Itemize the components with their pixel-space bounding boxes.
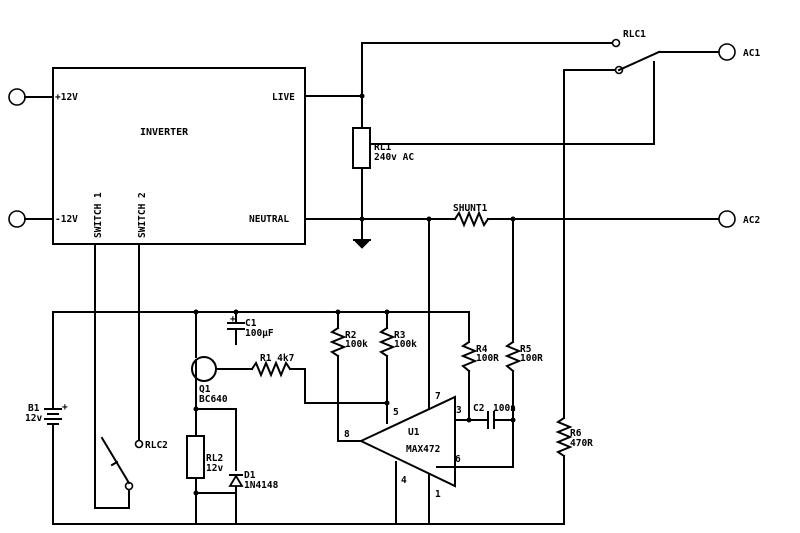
r4-resistor bbox=[460, 340, 478, 373]
plus12v-terminal bbox=[8, 88, 26, 106]
pin7-label: 7 bbox=[435, 391, 441, 402]
c1-rail-junction bbox=[233, 309, 239, 315]
rlc2-switch-arm bbox=[100, 436, 131, 485]
neutral-label: NEUTRAL bbox=[249, 214, 289, 225]
c1-value: 100µF bbox=[245, 328, 274, 339]
rlc2-label: RLC2 bbox=[145, 440, 168, 451]
r5-name: R5 bbox=[520, 344, 532, 355]
inverter-label: INVERTER bbox=[140, 127, 189, 138]
rl2-value: 12v bbox=[206, 463, 223, 474]
r1-to-u1-wire bbox=[289, 368, 388, 404]
r4-name: R4 bbox=[476, 344, 488, 355]
rlc1-label: RLC1 bbox=[623, 29, 646, 40]
c1-plus: + bbox=[230, 314, 236, 325]
shunt-label: SHUNT1 bbox=[453, 203, 488, 214]
ac2-label: AC2 bbox=[743, 215, 760, 226]
r4-value: 100R bbox=[476, 353, 499, 364]
plus12v-label: +12V bbox=[55, 92, 78, 103]
rlc2-arm-tick bbox=[110, 460, 119, 467]
u1-opamp bbox=[358, 395, 456, 488]
b1-plus: + bbox=[62, 402, 68, 413]
c2-name: C2 bbox=[473, 403, 484, 414]
r5-value: 100R bbox=[520, 353, 543, 364]
r2-resistor bbox=[329, 326, 347, 358]
c1-name: C1 bbox=[245, 318, 257, 329]
switch1-wire bbox=[94, 243, 130, 509]
rlc2-contact bbox=[134, 439, 144, 449]
rl2-coil bbox=[186, 435, 205, 479]
q1-name: Q1 bbox=[199, 384, 211, 395]
r3-resistor bbox=[378, 326, 396, 358]
live-to-rlc1-wire bbox=[361, 42, 613, 129]
rl2-name: RL2 bbox=[206, 453, 223, 464]
c2-value: 100n bbox=[493, 403, 516, 414]
live-label: LIVE bbox=[272, 92, 295, 103]
r3-r1-junction bbox=[384, 400, 390, 406]
ac1-label: AC1 bbox=[743, 48, 760, 59]
b1-value: 12v bbox=[25, 413, 42, 424]
r6-value: 470R bbox=[570, 438, 593, 449]
r3-name: R3 bbox=[394, 330, 406, 341]
pin6-label: 6 bbox=[455, 454, 461, 465]
r6-resistor bbox=[555, 416, 573, 458]
neutral-rl1-junction bbox=[359, 216, 365, 222]
r1-resistor bbox=[250, 360, 292, 378]
pin4-label: 4 bbox=[401, 475, 407, 486]
pin8-label: 8 bbox=[344, 429, 350, 440]
rlc1-contact bbox=[611, 38, 621, 48]
r3-rail-junction bbox=[384, 309, 390, 315]
u1-value: MAX472 bbox=[406, 444, 440, 455]
d1-name: D1 bbox=[244, 470, 256, 481]
r6-name: R6 bbox=[570, 428, 582, 439]
rl1-value: 240v AC bbox=[374, 152, 414, 163]
u1-name: U1 bbox=[408, 427, 420, 438]
ac1-terminal bbox=[718, 43, 736, 61]
r2-value: 100k bbox=[345, 339, 368, 350]
pin3-label: 3 bbox=[456, 405, 462, 416]
pin1-label: 1 bbox=[435, 489, 441, 500]
relay-to-r6-wire bbox=[563, 69, 616, 419]
relay-switch-arm bbox=[617, 50, 661, 72]
d1-diode bbox=[228, 474, 244, 487]
pin5-label: 5 bbox=[393, 407, 399, 418]
q1-value: BC640 bbox=[199, 394, 228, 405]
r5-resistor bbox=[504, 340, 522, 373]
ac2-terminal bbox=[718, 210, 736, 228]
r2-to-pin8-wire bbox=[337, 355, 362, 442]
r1-label: R1 4k7 bbox=[260, 353, 294, 364]
ground-symbol bbox=[353, 239, 371, 249]
r3-value: 100k bbox=[394, 339, 417, 350]
battery-b1 bbox=[44, 408, 62, 425]
switch1-label: SWITCH 1 bbox=[93, 192, 104, 238]
rl1-coil bbox=[352, 127, 371, 169]
b1-name: B1 bbox=[28, 403, 40, 414]
d1-value: 1N4148 bbox=[244, 480, 279, 491]
minus12v-terminal bbox=[8, 210, 26, 228]
r2-name: R2 bbox=[345, 330, 356, 341]
shunt-resistor bbox=[453, 210, 490, 228]
d1-top-wire bbox=[195, 408, 237, 471]
switch2-label: SWITCH 2 bbox=[137, 192, 148, 238]
q1-rail-junction bbox=[193, 309, 199, 315]
minus12v-label: -12V bbox=[55, 214, 78, 225]
r2-rail-junction bbox=[335, 309, 341, 315]
d1-bottom-wire bbox=[195, 486, 237, 494]
inverter-block bbox=[52, 67, 306, 245]
rl1-name: RL1 bbox=[374, 142, 391, 153]
